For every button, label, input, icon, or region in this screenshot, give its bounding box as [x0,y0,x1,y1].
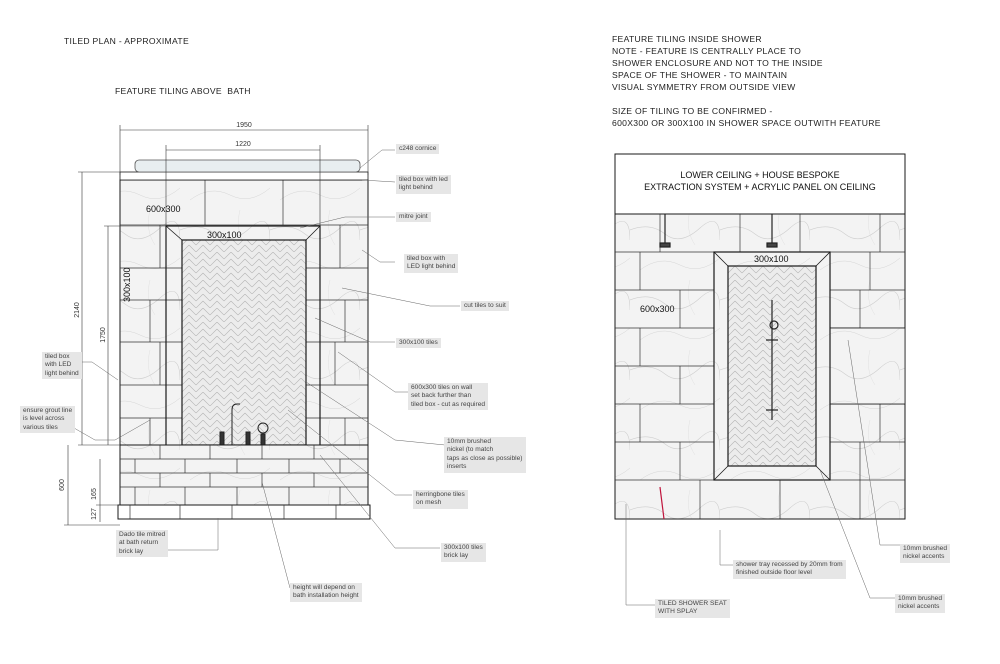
note-shower-tray: shower tray recessed by 20mm from finish… [733,560,846,579]
ceiling-line-2: EXTRACTION SYSTEM + ACRYLIC PANEL ON CEI… [644,182,876,192]
label-side-300x100: 300x100 [122,267,132,302]
shower-notes: FEATURE TILING INSIDE SHOWER NOTE - FEATU… [612,33,881,129]
note-mitre-joint: mitre joint [396,212,431,223]
shower-note-line: 600X300 OR 300X100 IN SHOWER SPACE OUTWI… [612,118,881,128]
dim-brick-height: 165 [91,488,98,500]
note-cut-tiles: cut tiles to suit [461,301,509,312]
dim-dado-tile: 127 [91,508,98,520]
note-herringbone: herringbone tiles on mesh [413,490,468,509]
dado-tile [117,504,371,520]
brick-lay-lines [120,445,368,505]
note-nickel-inserts: 10mm brushed nickel (to match taps as cl… [444,437,526,473]
bath-feature-title: FEATURE TILING ABOVE BATH [115,86,251,96]
bath-dimensions [64,125,369,526]
note-dado: Dado tile mitred at bath return brick la… [116,530,169,558]
note-tiled-box-left: tiled box with LED light behind [42,352,82,380]
shower-note-line: SPACE OF THE SHOWER - TO MAINTAIN [612,70,788,80]
note-300x100-tiles: 300x100 tiles [396,338,441,349]
note-tiled-box-led: tiled box with led light behind [396,175,451,194]
note-grout: ensure grout line is level across variou… [20,406,76,434]
shower-rail [766,300,779,420]
bath-leaders [44,149,460,589]
dim-feature-width: 1220 [235,141,251,148]
shower-note-line: SIZE OF TILING TO BE CONFIRMED - [612,106,773,116]
dim-overall-height: 2140 [74,302,81,318]
label-top-300x100: 300x100 [207,230,242,240]
bath-tile-grid [120,180,368,445]
shower-ceiling-box [614,153,906,215]
shower-note-line: NOTE - FEATURE IS CENTRALLY PLACE TO [612,46,802,56]
shower-feature-frame [713,251,831,481]
shower-note-line: FEATURE TILING INSIDE SHOWER [612,34,762,44]
shower-label-600x300: 600x300 [640,304,675,314]
label-600x300: 600x300 [146,204,181,214]
note-tiled-box-led-2: tiled box with LED light behind [404,254,459,273]
herringbone-panel [181,239,307,446]
note-shower-seat: TILED SHOWER SEAT WITH SPLAY [655,599,730,618]
dim-feature-height: 1750 [100,327,107,343]
shower-note-line: VISUAL SYMMETRY FROM OUTSIDE VIEW [612,82,796,92]
dim-overall-width: 1950 [236,122,252,129]
note-nickel-accents-1: 10mm brushed nickel accents [900,544,950,563]
shower-elevation: LOWER CEILING + HOUSE BESPOKE EXTRACTION… [614,153,906,606]
cornice [134,159,361,173]
note-cornice: c248 cornice [396,144,440,155]
plan-title: TILED PLAN - APPROXIMATE [64,36,189,46]
shower-leaders [625,339,900,606]
ceiling-fittings [659,214,778,248]
brick-lay-band [119,444,369,506]
bath-elevation: 1950 1220 2140 1750 600 165 127 600x300 … [44,122,460,589]
note-600x300-tiles: 600x300 tiles on wall set back further t… [408,383,489,411]
note-nickel-accents-2: 10mm brushed nickel accents [895,594,945,613]
note-bath-height: height will depend on bath installation … [290,583,362,602]
dim-dado-height: 600 [59,479,66,491]
note-brick-lay: 300x100 tiles brick lay [441,543,486,562]
shower-note-line: SHOWER ENCLOSURE AND NOT TO THE INSIDE [612,58,823,68]
ceiling-line-1: LOWER CEILING + HOUSE BESPOKE [680,170,839,180]
shower-label-300x100: 300x100 [754,254,789,264]
seat-splay-accent [659,486,665,520]
